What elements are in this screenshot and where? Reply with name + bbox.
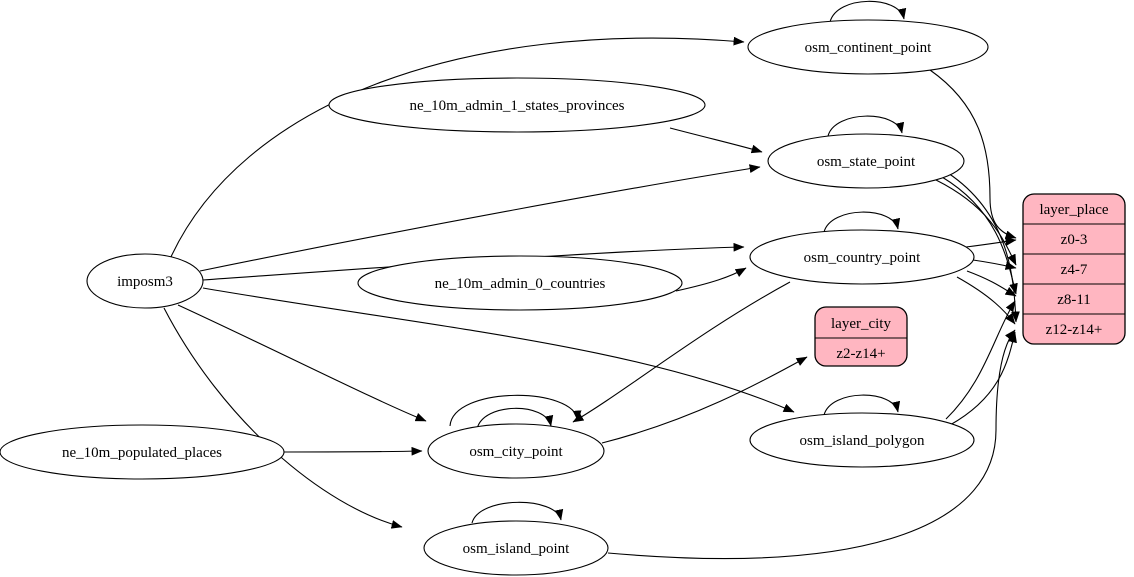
node-osm-island-polygon-shape <box>749 412 975 468</box>
node-ne-10m-populated-places-shape <box>0 424 285 480</box>
edge-osm-country-point-layer-place-z0-3 <box>965 237 1017 248</box>
layer-place-row-z8-11: z8-11 <box>1057 292 1091 308</box>
edge-osm-island-point-layer-place-z12-z14 <box>607 329 1016 559</box>
node-ne-10m-admin-0-countries: ne_10m_admin_0_countries <box>357 255 683 311</box>
node-osm-continent-point: osm_continent_point <box>747 19 989 75</box>
layer-place-row-z4-7: z4-7 <box>1061 262 1088 278</box>
node-osm-country-point: osm_country_point <box>749 229 975 285</box>
node-layer-city: layer_city z2-z14+ <box>814 306 908 367</box>
edge-ne-10m-populated-places-osm-city-point <box>283 446 423 456</box>
node-layer-city-shape <box>814 306 908 367</box>
node-osm-city-point-shape <box>427 423 605 479</box>
node-ne-10m-admin-0-countries-shape <box>357 255 683 311</box>
edge-imposm3-osm-island-point <box>163 307 403 529</box>
edge-imposm3-osm-continent-point <box>169 36 745 260</box>
edge-osm-country-point-layer-place-z4-7 <box>972 259 1017 270</box>
node-osm-island-point-label: osm_island_point <box>463 541 571 557</box>
edge-ne-10m-admin-0-countries-osm-country-point <box>675 267 747 292</box>
node-osm-island-polygon: osm_island_polygon <box>749 412 975 468</box>
node-ne-10m-populated-places-label: ne_10m_populated_places <box>62 445 222 461</box>
edge-self-osm-island-point <box>471 501 564 524</box>
node-ne-10m-admin-1-states-provinces-label: ne_10m_admin_1_states_provinces <box>410 98 625 114</box>
node-osm-state-point: osm_state_point <box>767 133 965 189</box>
node-ne-10m-admin-1-states-provinces: ne_10m_admin_1_states_provinces <box>328 77 706 133</box>
edge-osm-island-polygon-layer-place-z12-z14 <box>949 331 1017 426</box>
layer-place-row-z12-z14: z12-z14+ <box>1046 322 1103 338</box>
layer-city-title: layer_city <box>831 316 891 332</box>
node-osm-continent-point-label: osm_continent_point <box>805 40 932 56</box>
edge-self-osm-continent-point <box>829 0 907 23</box>
layer-place-row-z0-3: z0-3 <box>1061 232 1088 248</box>
node-ne-10m-admin-0-countries-label: ne_10m_admin_0_countries <box>435 276 606 292</box>
edge-ne-10m-admin-1-states-provinces-osm-state-point <box>669 127 763 154</box>
node-imposm3-shape <box>86 253 204 309</box>
node-layer-place-shape <box>1022 193 1126 345</box>
edge-self-osm-country-point <box>823 211 901 233</box>
node-osm-island-point: osm_island_point <box>423 520 609 576</box>
node-osm-state-point-shape <box>767 133 965 189</box>
node-osm-island-polygon-label: osm_island_polygon <box>799 433 925 449</box>
node-osm-state-point-label: osm_state_point <box>817 154 916 170</box>
edge-imposm3-osm-state-point <box>199 164 761 272</box>
edge-self-osm-city-point-outer <box>449 394 582 427</box>
node-ne-10m-populated-places: ne_10m_populated_places <box>0 424 285 480</box>
node-ne-10m-admin-1-states-provinces-shape <box>328 77 706 133</box>
edge-self-osm-city-point-inner <box>476 407 554 430</box>
node-osm-continent-point-shape <box>747 19 989 75</box>
edge-osm-country-point-layer-place-z12-z14 <box>956 276 1016 325</box>
edge-self-osm-state-point <box>827 115 905 137</box>
edge-osm-country-point-layer-place-z8-11 <box>966 270 1017 297</box>
edge-imposm3-osm-city-point <box>177 304 427 422</box>
node-osm-city-point-label: osm_city_point <box>469 444 563 460</box>
layer-city-row-z2-z14: z2-z14+ <box>836 346 885 362</box>
node-imposm3-label: imposm3 <box>117 274 173 290</box>
node-layer-place: layer_place z0-3 z4-7 z8-11 z12-z14+ <box>1022 193 1126 345</box>
edges <box>163 0 1020 559</box>
edge-self-osm-island-polygon <box>823 394 901 416</box>
edge-osm-country-point-osm-city-point <box>572 281 791 423</box>
node-imposm3: imposm3 <box>86 253 204 309</box>
node-osm-island-point-shape <box>423 520 609 576</box>
edge-imposm3-osm-island-polygon <box>202 287 795 413</box>
node-osm-city-point: osm_city_point <box>427 423 605 479</box>
node-osm-country-point-label: osm_country_point <box>804 250 921 266</box>
edge-osm-city-point-layer-city-z2-z14 <box>601 356 808 444</box>
edge-osm-state-point-layer-place-z4-7 <box>935 179 1017 266</box>
edge-osm-island-polygon-layer-place-z8-11 <box>945 300 1016 420</box>
edge-osm-continent-point-layer-place-z0-3 <box>929 69 1017 240</box>
layer-place-title: layer_place <box>1039 202 1108 218</box>
edge-osm-state-point-layer-place-z12-z14 <box>947 172 1020 323</box>
node-osm-country-point-shape <box>749 229 975 285</box>
